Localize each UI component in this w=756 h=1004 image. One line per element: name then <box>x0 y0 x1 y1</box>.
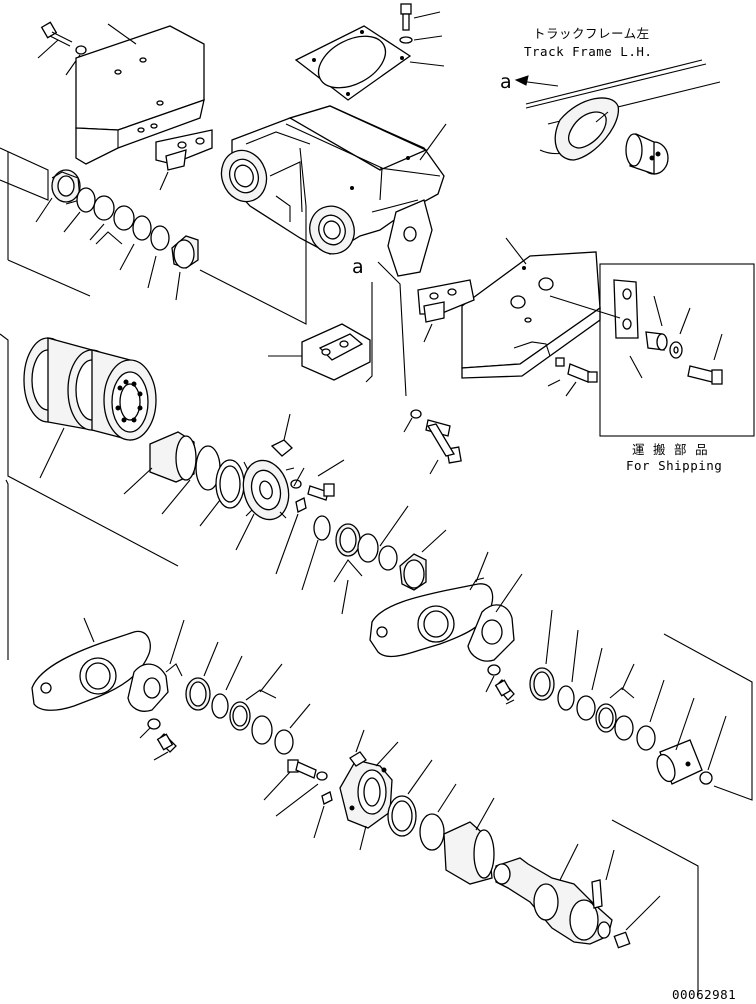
for-shipping-label-en: For Shipping <box>626 458 722 473</box>
cover-bolt <box>400 3 441 31</box>
view-a-label-lower: a <box>352 256 364 278</box>
drawing-number: 00062981 <box>672 987 736 1002</box>
track-frame-label-jp: トラックフレーム左 <box>533 26 650 41</box>
track-roller-upper <box>0 333 179 567</box>
top-bolt <box>37 21 73 59</box>
view-a-label-upper: a <box>500 71 512 93</box>
link-cap-left <box>127 619 185 712</box>
left-guard-cover <box>75 23 205 165</box>
cover-plate <box>294 25 412 101</box>
guard-bolt-right <box>547 357 598 397</box>
for-shipping-box <box>599 263 755 437</box>
view-a-arrow <box>514 75 559 87</box>
link-bolt-left <box>139 718 177 761</box>
link-pin <box>656 697 703 785</box>
shim-plates-left <box>155 129 213 191</box>
frame-bushing <box>625 133 669 175</box>
upper-bushing-stack <box>0 147 307 325</box>
plug-upper <box>270 413 307 575</box>
shipping-plate <box>613 279 639 339</box>
upper-seal-group <box>301 505 447 615</box>
pin-plug <box>663 633 753 801</box>
roller-cap-lower <box>339 741 399 851</box>
for-shipping-label-jp: 運 搬 部 品 <box>632 442 708 457</box>
lower-left-seal-row <box>185 641 311 755</box>
shim-plates-right <box>417 279 475 343</box>
shipping-washer <box>669 341 683 359</box>
bogie-frame <box>220 105 447 277</box>
lower-bushing-row <box>387 759 495 885</box>
center-bolt <box>403 409 462 475</box>
lower-right-seal-row <box>529 609 665 751</box>
upper-seal-row <box>123 431 245 527</box>
track-frame-view <box>525 59 721 161</box>
plug-lower <box>313 729 367 839</box>
lower-group-bracket <box>611 819 699 996</box>
roller-cap-upper <box>235 459 295 551</box>
cap-bolt-upper <box>290 459 345 501</box>
link-bolt-right <box>485 664 515 705</box>
bracket-block <box>268 261 407 397</box>
roller-group-bracket <box>5 479 9 660</box>
roller-shaft <box>493 843 615 945</box>
cover-washer <box>399 35 445 67</box>
track-frame-label-en: Track Frame L.H. <box>524 44 652 59</box>
cap-bolt-lower <box>263 759 328 817</box>
shaft-plug <box>613 895 661 949</box>
right-guard-cover <box>461 237 601 379</box>
shipping-bushing <box>645 331 668 351</box>
shipping-bolt <box>687 365 723 385</box>
bogie-link-left <box>31 617 151 711</box>
link-cap-right <box>467 573 523 662</box>
